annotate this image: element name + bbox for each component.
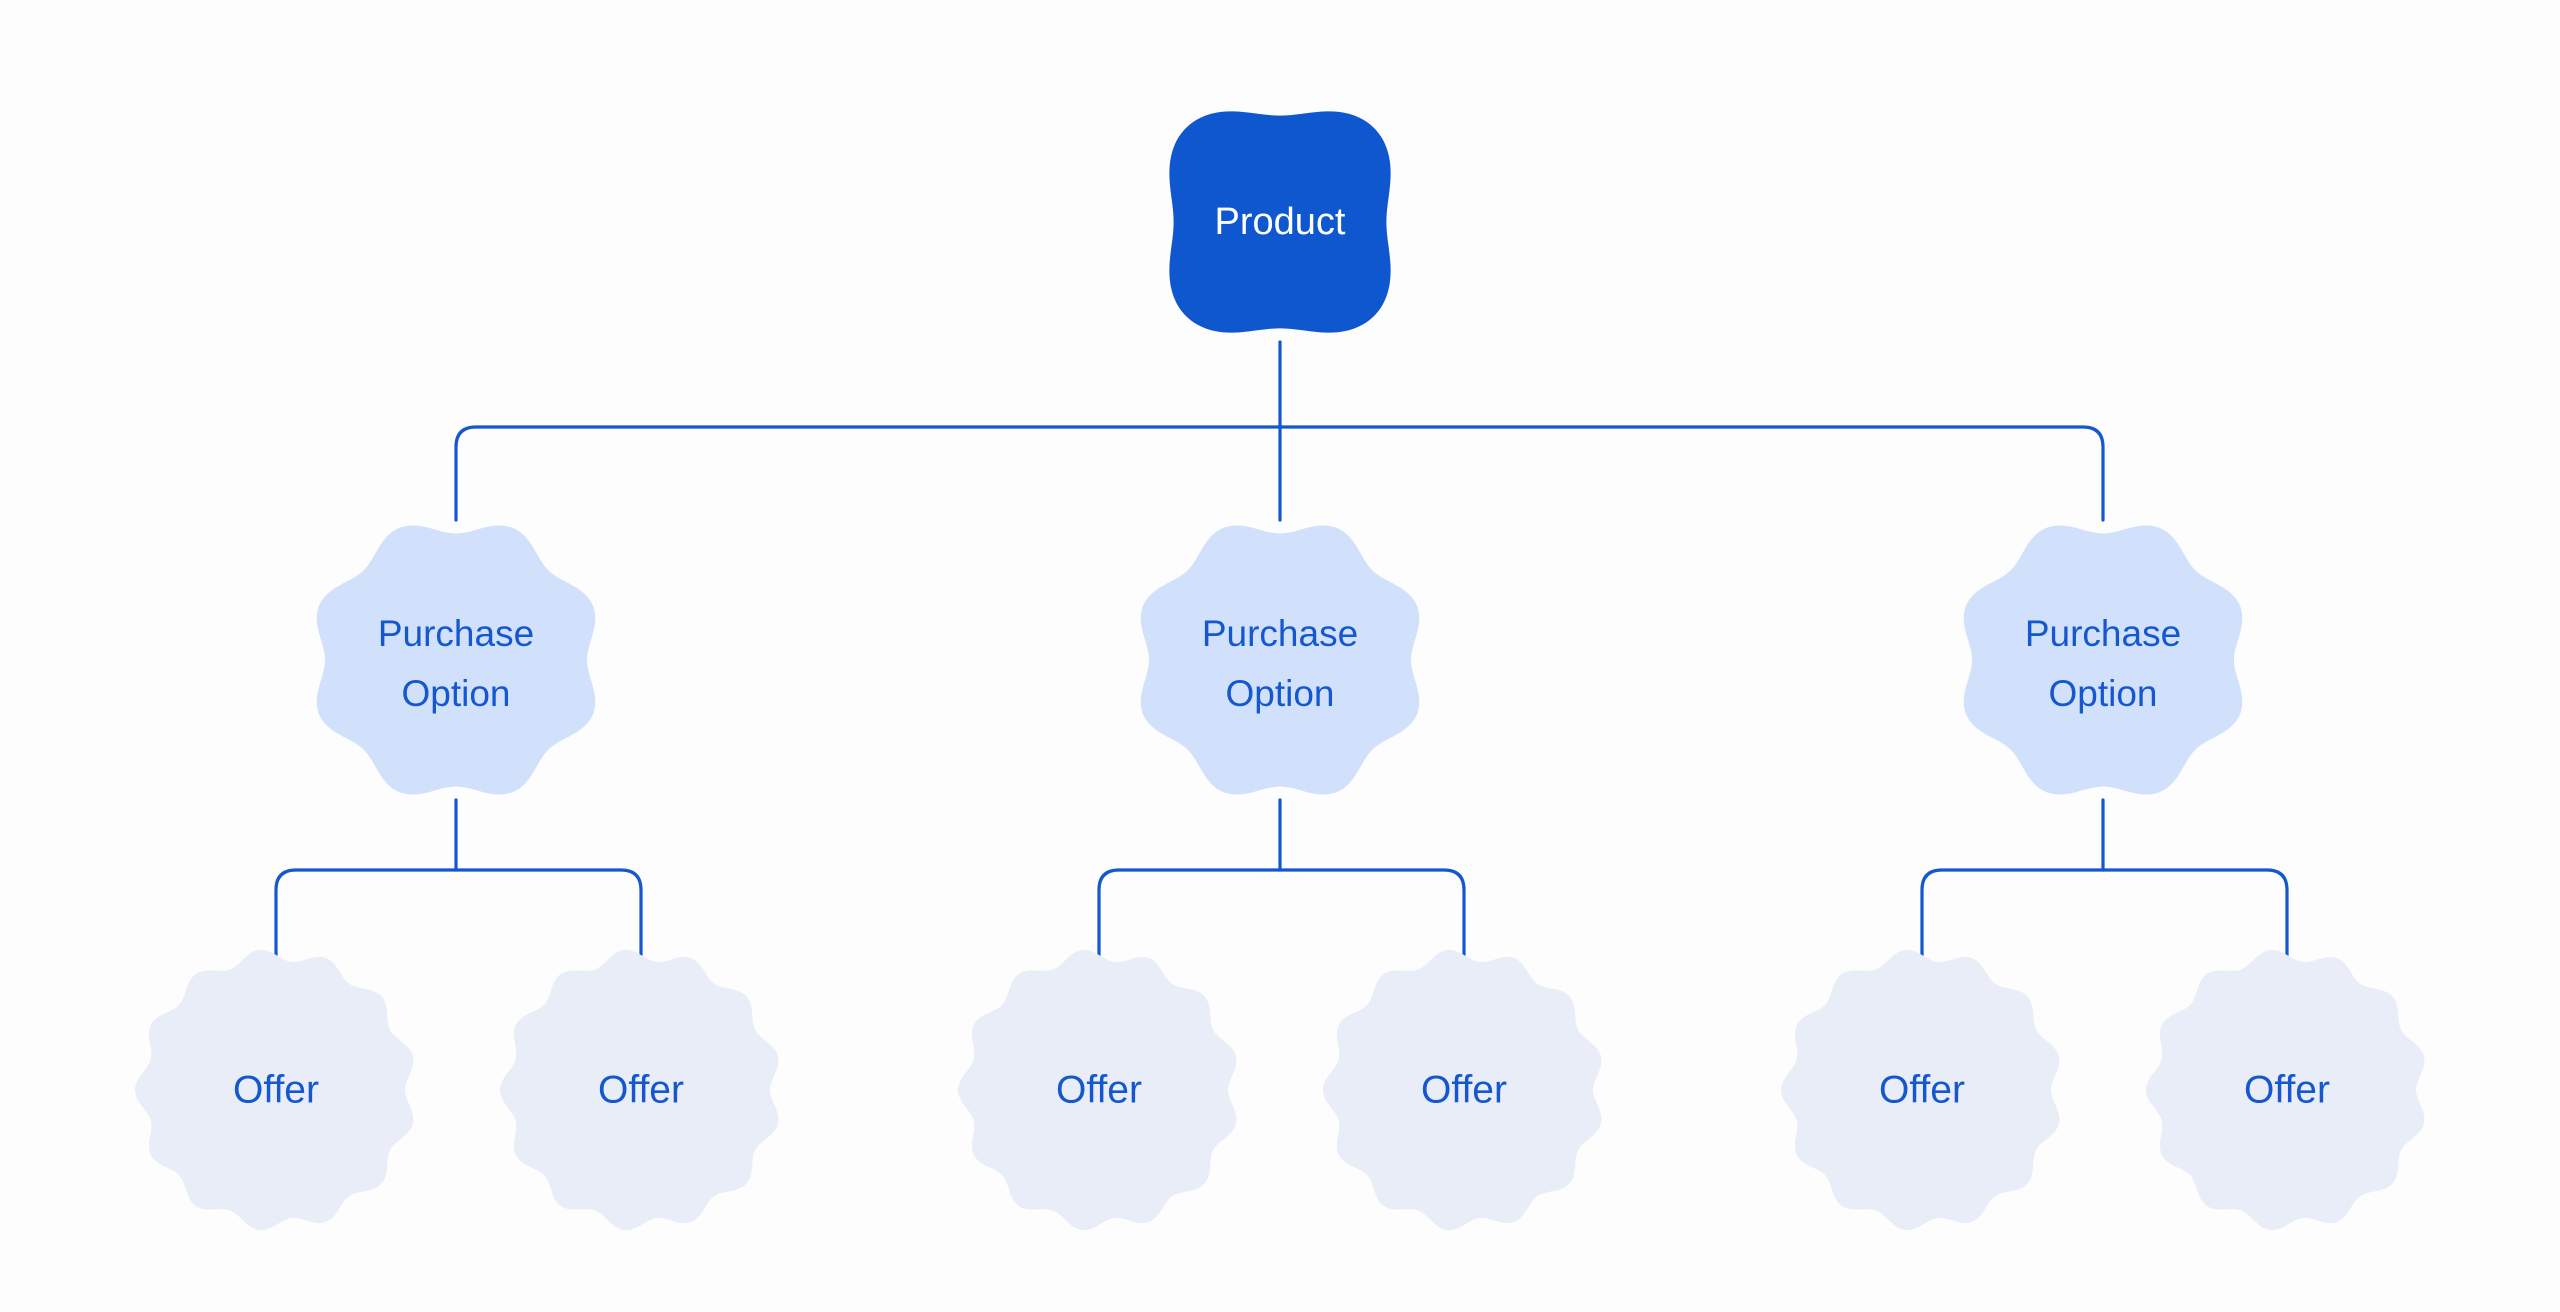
node-offer-2[interactable] [500,949,779,1231]
node-offer-5[interactable] [1781,949,2060,1231]
connector-bus-to-option-1 [454,425,1282,522]
node-layer [135,111,2425,1231]
node-purchase-option-3[interactable] [1963,525,2243,795]
connector-group-option-3 [1920,798,2289,957]
node-offer-4[interactable] [1323,949,1602,1231]
connector-option2-to-offer-4 [1278,868,1466,957]
connector-option1-to-offer-2 [454,868,643,957]
connector-option1-to-offer-1 [274,868,458,957]
node-offer-3[interactable] [958,949,1237,1231]
connector-group-level1 [454,340,2105,522]
connector-option3-to-offer-6 [2101,868,2289,957]
node-offer-1[interactable] [135,949,414,1231]
connector-bus-to-option-3 [1278,425,2105,522]
node-purchase-option-2[interactable] [1140,525,1420,795]
connector-group-option-1 [274,798,643,957]
connector-option3-to-offer-5 [1920,868,2105,957]
node-offer-6[interactable] [2146,949,2425,1231]
node-purchase-option-1[interactable] [316,525,596,795]
connector-group-option-2 [1097,798,1466,957]
connector-option2-to-offer-3 [1097,868,1282,957]
node-product[interactable] [1169,111,1391,333]
